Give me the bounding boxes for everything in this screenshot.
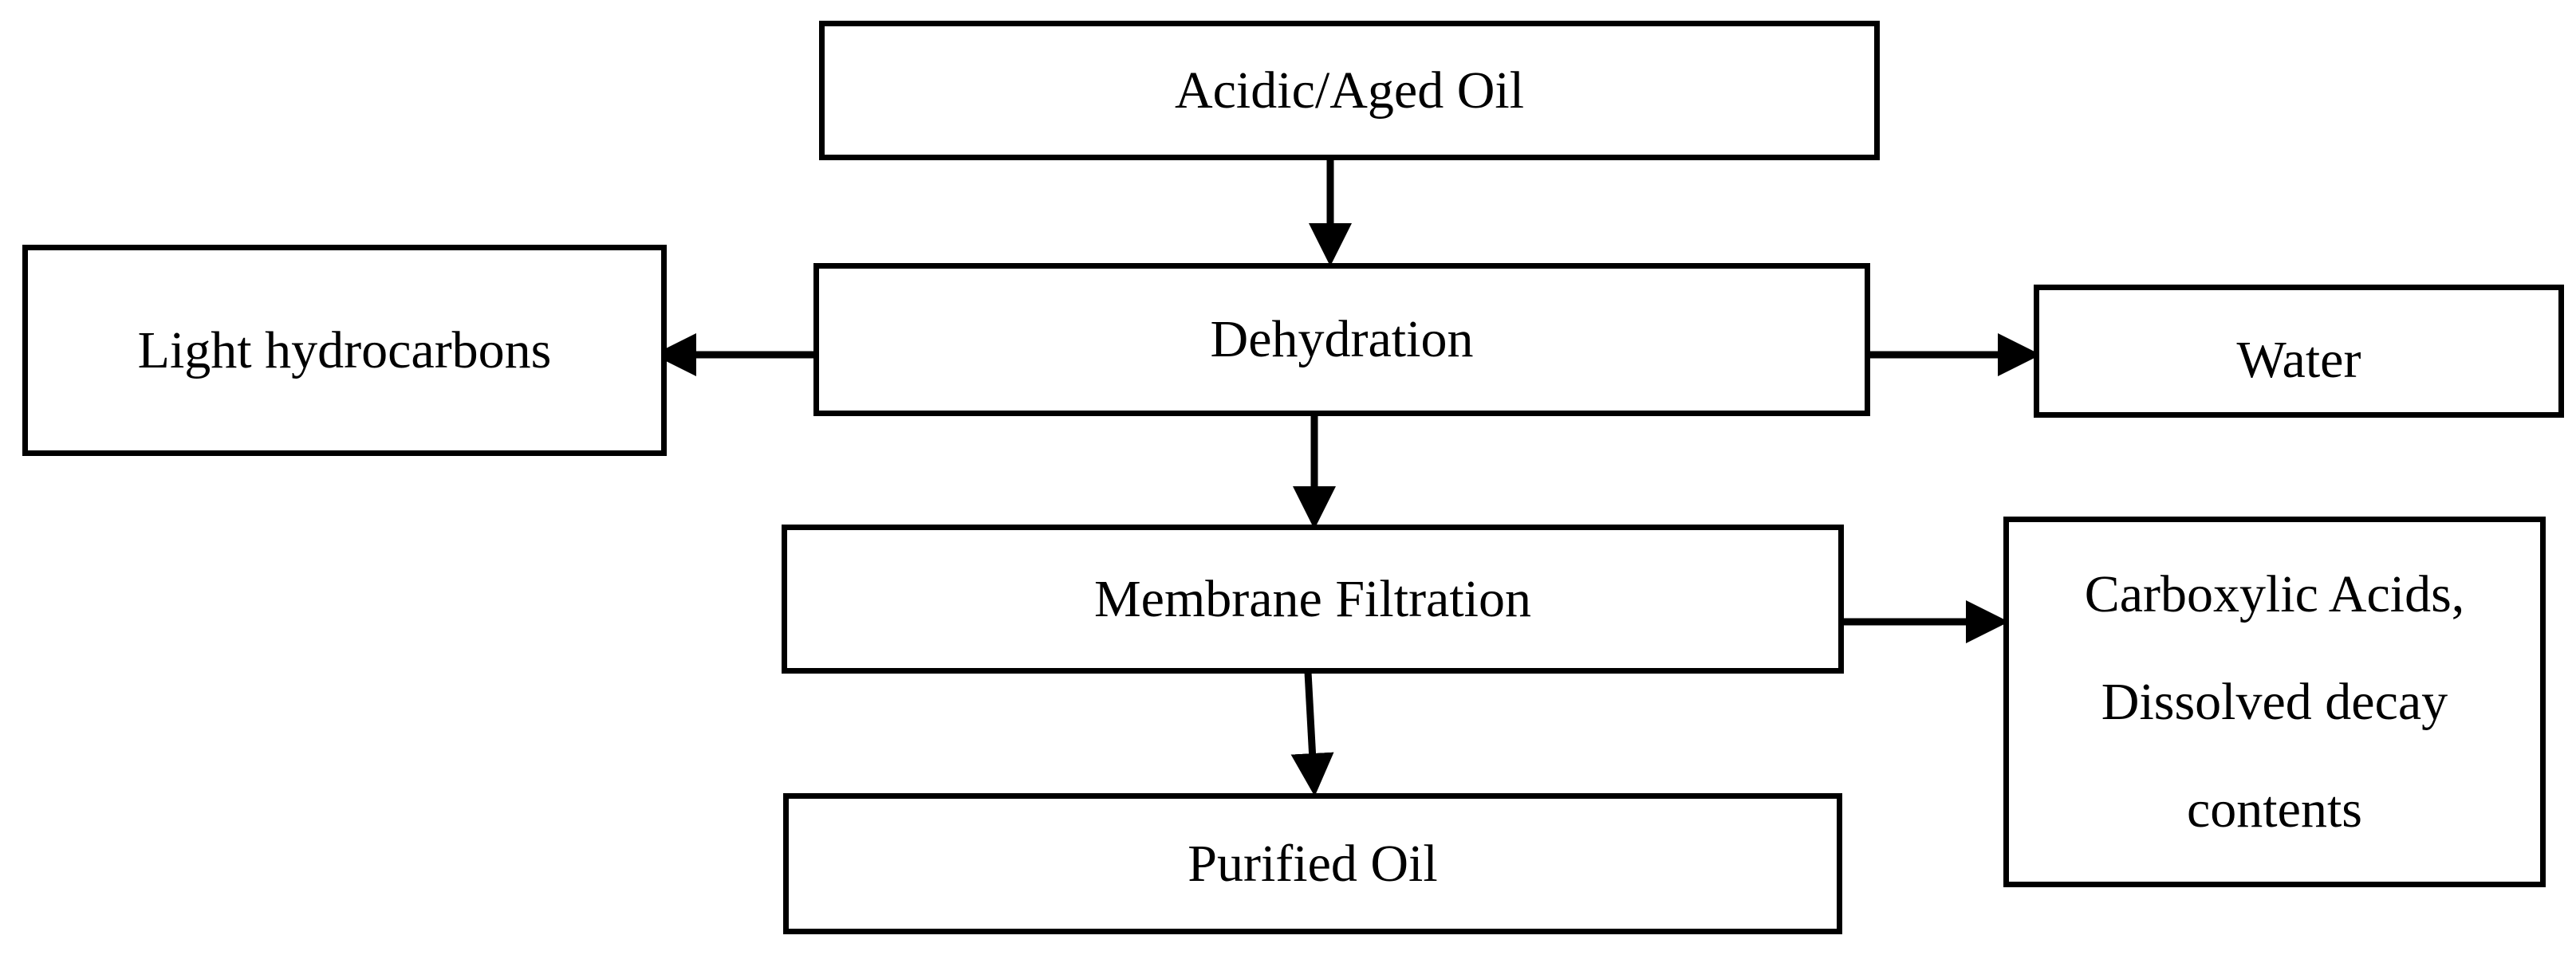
node-carboxylic-acids-line-1: Carboxylic Acids, [2084, 565, 2465, 623]
node-membrane-filtration: Membrane Filtration [782, 525, 1844, 674]
node-water-label: Water [2236, 330, 2361, 389]
node-light-hydrocarbons-label: Light hydrocarbons [137, 320, 552, 379]
node-purified-oil: Purified Oil [783, 793, 1842, 934]
node-light-hydrocarbons: Light hydrocarbons [22, 245, 667, 456]
node-dehydration: Dehydration [813, 263, 1870, 416]
node-purified-oil-label: Purified Oil [1188, 834, 1438, 893]
node-acidic-aged-oil: Acidic/Aged Oil [819, 21, 1880, 160]
arrow-membrane-to-purified-oil [1290, 671, 1334, 796]
node-carboxylic-acids-line-3: contents [2187, 780, 2362, 839]
node-acidic-aged-oil-label: Acidic/Aged Oil [1174, 61, 1525, 120]
node-water: Water [2034, 285, 2564, 418]
node-carboxylic-acids: Carboxylic Acids, Dissolved decay conten… [2003, 517, 2546, 887]
node-membrane-filtration-label: Membrane Filtration [1093, 569, 1532, 628]
node-dehydration-label: Dehydration [1210, 310, 1474, 368]
node-carboxylic-acids-line-2: Dissolved decay [2101, 673, 2448, 731]
